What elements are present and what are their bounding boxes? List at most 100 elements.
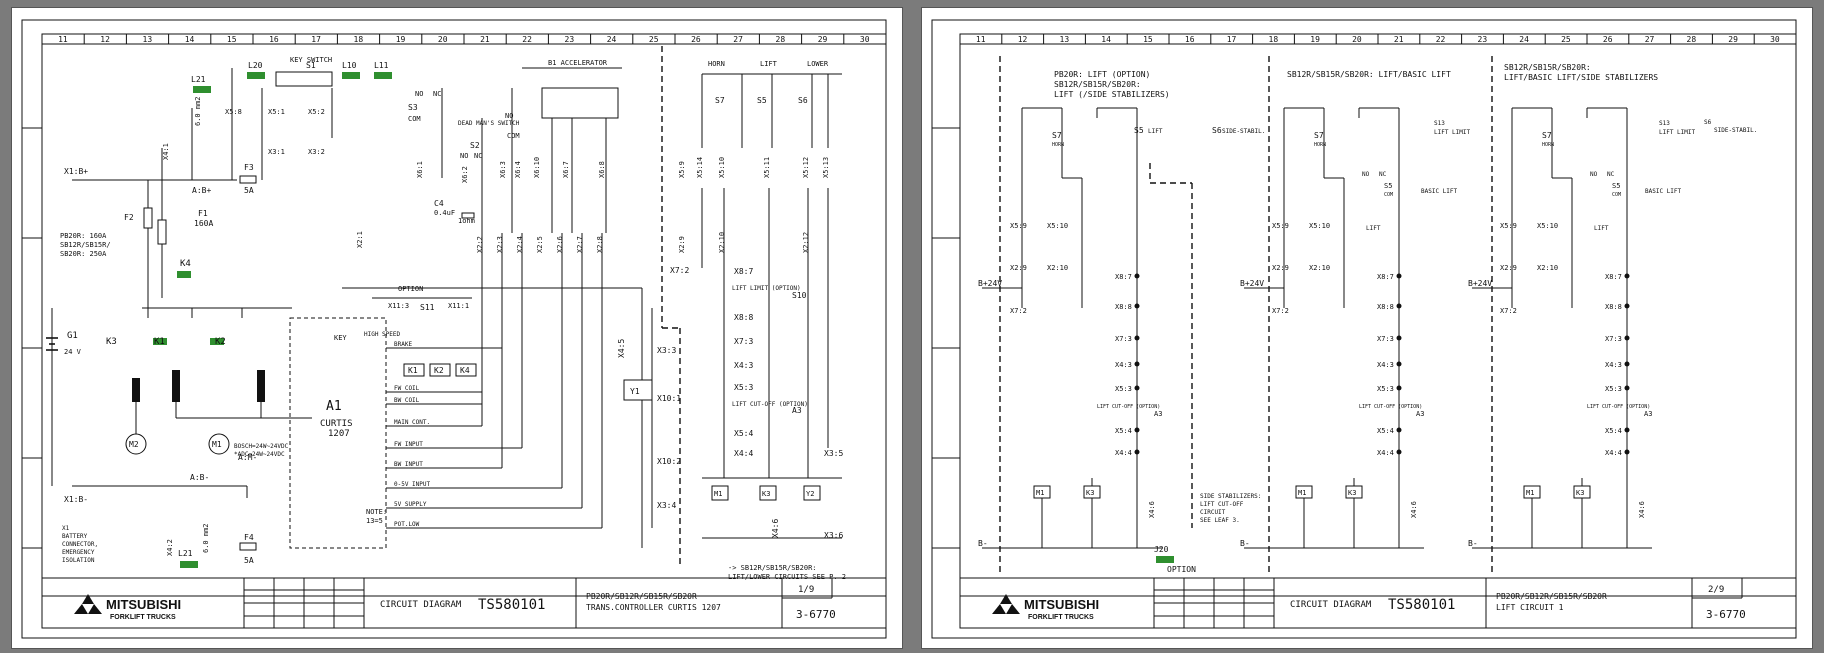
column-number: 27 xyxy=(733,35,743,44)
doc-number: TS580101 xyxy=(478,597,545,613)
svg-text:Y1: Y1 xyxy=(630,387,640,396)
svg-text:M2: M2 xyxy=(129,440,139,449)
svg-text:X4:4: X4:4 xyxy=(1377,449,1394,457)
svg-text:X10:2: X10:2 xyxy=(657,457,681,466)
svg-text:X6:3: X6:3 xyxy=(499,161,507,178)
tag-j20 xyxy=(1156,556,1174,563)
label-k4: K4 xyxy=(180,259,191,269)
column-number: 21 xyxy=(1394,35,1404,44)
svg-text:X4:3: X4:3 xyxy=(734,361,753,370)
svg-text:X5:3: X5:3 xyxy=(734,383,753,392)
fuse-f3 xyxy=(239,175,257,184)
svg-text:5A: 5A xyxy=(244,186,254,195)
column-number: 23 xyxy=(1478,35,1488,44)
svg-text:NOTE:: NOTE: xyxy=(366,508,387,516)
doc-desc-2: LIFT CIRCUIT 1 xyxy=(1496,603,1564,612)
column-number: 20 xyxy=(1352,35,1362,44)
svg-text:X6:8: X6:8 xyxy=(598,161,606,178)
column-number: 22 xyxy=(1436,35,1446,44)
svg-text:HORN: HORN xyxy=(1052,142,1064,148)
column-number: 16 xyxy=(269,35,279,44)
title-block: MITSUBISHI FORKLIFT TRUCKS CIRCUIT DIAGR… xyxy=(959,577,1797,629)
svg-text:S6: S6 xyxy=(1212,126,1222,135)
svg-text:SEE LEAF 3.: SEE LEAF 3. xyxy=(1200,517,1240,524)
column-number: 17 xyxy=(311,35,321,44)
svg-text:X8:7: X8:7 xyxy=(1115,273,1132,281)
fuse-note-2: SB12R/SB15R/ xyxy=(60,241,111,249)
svg-text:NO: NO xyxy=(415,90,423,98)
svg-text:M1: M1 xyxy=(714,490,722,498)
section-right-title-2: LIFT/BASIC LIFT/SIDE STABILIZERS xyxy=(1504,73,1658,82)
svg-text:X5:13: X5:13 xyxy=(822,157,830,178)
svg-text:COM: COM xyxy=(408,115,421,123)
svg-text:X5:8: X5:8 xyxy=(225,108,242,116)
a-bminus: A:B- xyxy=(190,473,209,482)
label-l21: L21 xyxy=(191,75,206,84)
column-number: 23 xyxy=(565,35,575,44)
column-number: 20 xyxy=(438,35,448,44)
bminus-label: B- xyxy=(978,539,988,548)
svg-text:X2:7: X2:7 xyxy=(576,236,584,253)
svg-text:X2:10: X2:10 xyxy=(1537,264,1558,272)
page-number: 1/9 xyxy=(798,585,814,595)
svg-text:X5:3: X5:3 xyxy=(1605,385,1622,393)
relay-m1 xyxy=(1295,485,1313,499)
svg-text:X2:3: X2:3 xyxy=(496,236,504,253)
switches-s2-s3: NO NC S3 COM DEAD MAN'S SWITCH S2 NO NC … xyxy=(408,88,520,233)
svg-text:6.0 mm2: 6.0 mm2 xyxy=(202,523,210,553)
column-number: 18 xyxy=(1269,35,1279,44)
label-option: OPTION xyxy=(398,285,423,293)
lift-relays: M1 K3 Y2 xyxy=(702,477,842,539)
svg-text:X8:7: X8:7 xyxy=(1377,273,1394,281)
svg-text:CURTIS: CURTIS xyxy=(320,419,353,429)
svg-text:NO: NO xyxy=(1362,171,1370,178)
doc-type: CIRCUIT DIAGRAM xyxy=(380,600,462,610)
doc-desc-1: PB20R/SB12R/SB15R/SB20R xyxy=(1496,592,1607,601)
column-number: 12 xyxy=(100,35,110,44)
column-number: 27 xyxy=(1645,35,1655,44)
svg-text:K3: K3 xyxy=(1348,489,1356,497)
relay-k3 xyxy=(1345,485,1363,499)
svg-text:X4:3: X4:3 xyxy=(1115,361,1132,369)
fuse-f1 xyxy=(157,219,167,245)
svg-text:BOSCH=24W~24VDC: BOSCH=24W~24VDC xyxy=(234,443,289,450)
svg-text:DEAD MAN'S SWITCH: DEAD MAN'S SWITCH xyxy=(458,120,520,127)
relay-k2 xyxy=(429,363,451,377)
svg-text:X5:11: X5:11 xyxy=(763,157,771,178)
label-s11: S11 xyxy=(420,303,435,312)
x1-bminus: X1:B- xyxy=(64,495,88,504)
a-mminus: A:M- xyxy=(238,453,257,462)
svg-text:A1: A1 xyxy=(326,399,342,414)
drawing-frame xyxy=(41,33,887,597)
doc-type: CIRCUIT DIAGRAM xyxy=(1290,600,1372,610)
svg-text:NC: NC xyxy=(433,90,441,98)
svg-text:A3: A3 xyxy=(792,406,802,415)
section-right-title-1: SB12R/SB15R/SB20R: xyxy=(1504,63,1591,72)
column-number: 24 xyxy=(607,35,617,44)
svg-text:X8:7: X8:7 xyxy=(734,267,753,276)
svg-text:S1: S1 xyxy=(306,61,316,70)
svg-text:1207: 1207 xyxy=(328,429,350,439)
svg-text:X4:2: X4:2 xyxy=(166,539,174,556)
svg-text:*ADC=24W~24VDC: *ADC=24W~24VDC xyxy=(234,451,285,458)
svg-text:S13: S13 xyxy=(1434,120,1445,127)
svg-text:X2:12: X2:12 xyxy=(802,232,810,253)
svg-text:X11:3: X11:3 xyxy=(388,302,409,310)
svg-text:X3:6: X3:6 xyxy=(824,531,843,540)
svg-text:BW INPUT: BW INPUT xyxy=(394,461,423,468)
svg-text:S6: S6 xyxy=(798,96,808,105)
svg-text:X2:9: X2:9 xyxy=(1010,264,1027,272)
svg-text:BRAKE: BRAKE xyxy=(394,341,412,348)
svg-text:F2: F2 xyxy=(124,213,134,222)
svg-text:LIFT: LIFT xyxy=(1148,128,1163,135)
svg-text:X2:5: X2:5 xyxy=(536,236,544,253)
svg-text:X5:9: X5:9 xyxy=(1272,222,1289,230)
svg-text:NO: NO xyxy=(505,112,513,120)
label-lower: LOWER xyxy=(807,60,829,68)
svg-text:CIRCUIT: CIRCUIT xyxy=(1200,509,1226,516)
svg-text:X2:1: X2:1 xyxy=(356,231,364,248)
svg-text:X5:14: X5:14 xyxy=(696,157,704,178)
